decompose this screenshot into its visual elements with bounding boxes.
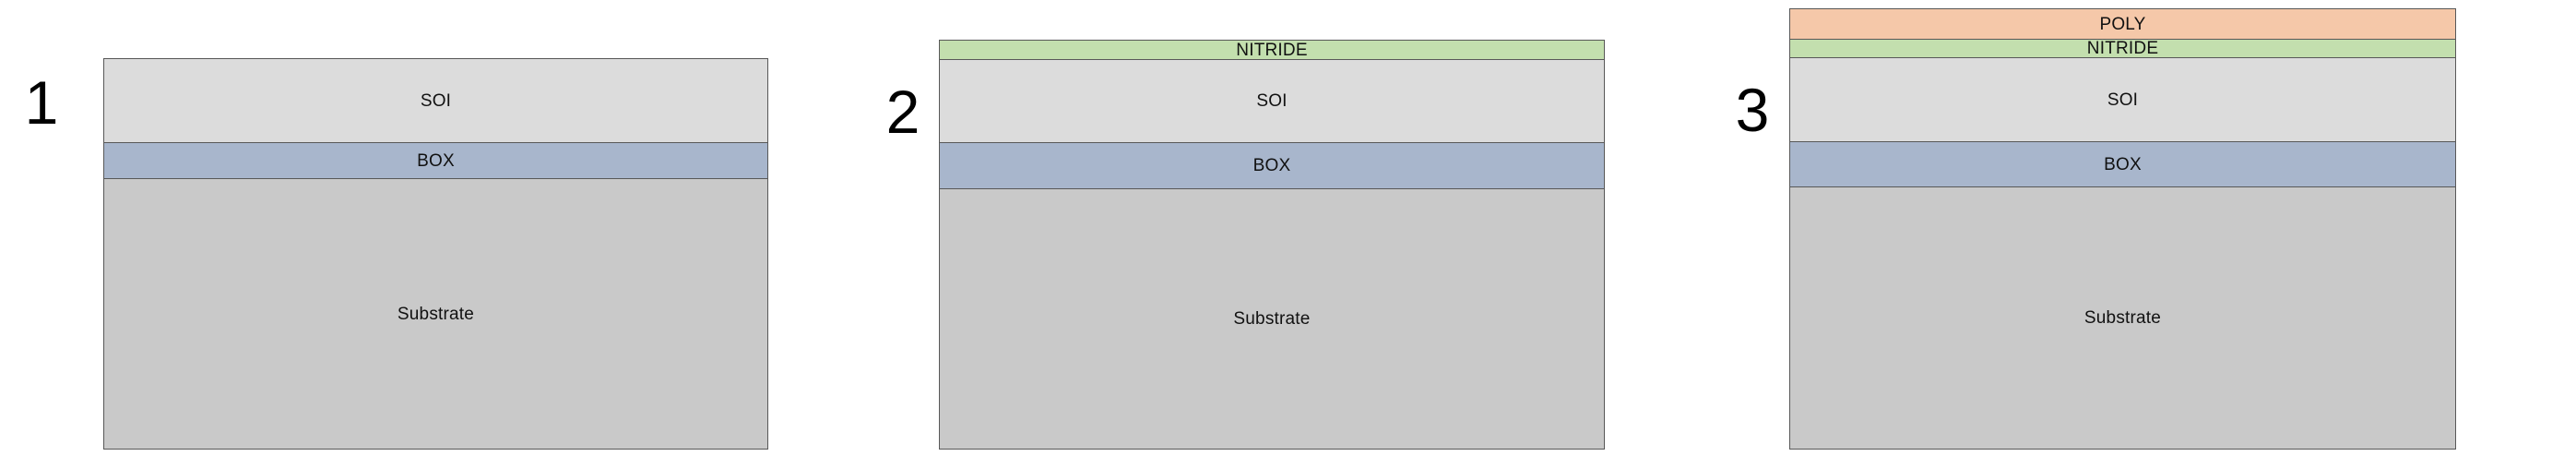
stack-panel-2: NITRIDE SOI BOX Substrate [939,40,1605,450]
layer-box: BOX [1789,140,2456,188]
layer-label-nitride: NITRIDE [1236,40,1308,60]
layer-label-substrate: Substrate [1233,308,1311,329]
stack-panel-1: SOI BOX Substrate [103,58,768,450]
layer-label-soi: SOI [1256,91,1288,111]
layer-label-nitride: NITRIDE [2086,39,2159,58]
layer-substrate: Substrate [1789,186,2456,450]
layer-box: BOX [939,142,1605,189]
layer-substrate: Substrate [939,187,1605,450]
layer-soi: SOI [103,58,768,143]
layer-label-poly: POLY [2099,14,2146,34]
layer-label-box: BOX [2104,154,2142,174]
layer-poly: POLY [1789,8,2456,40]
layer-label-soi: SOI [2107,90,2139,110]
layer-soi: SOI [939,58,1605,144]
step-number-3: 3 [1735,76,1770,144]
layer-nitride: NITRIDE [1789,38,2456,59]
layer-box: BOX [103,141,768,180]
layer-label-box: BOX [417,150,455,171]
step-number-1: 1 [24,68,59,137]
layer-label-box: BOX [1252,156,1291,175]
layer-label-soi: SOI [420,90,452,111]
stack-panel-3: POLY NITRIDE SOI BOX Substrate [1789,8,2456,450]
step-number-2: 2 [885,78,920,146]
layer-label-substrate: Substrate [397,304,475,324]
layer-soi: SOI [1789,57,2456,142]
layer-nitride: NITRIDE [939,40,1605,60]
layer-substrate: Substrate [103,178,768,450]
layer-label-substrate: Substrate [2083,308,2162,328]
